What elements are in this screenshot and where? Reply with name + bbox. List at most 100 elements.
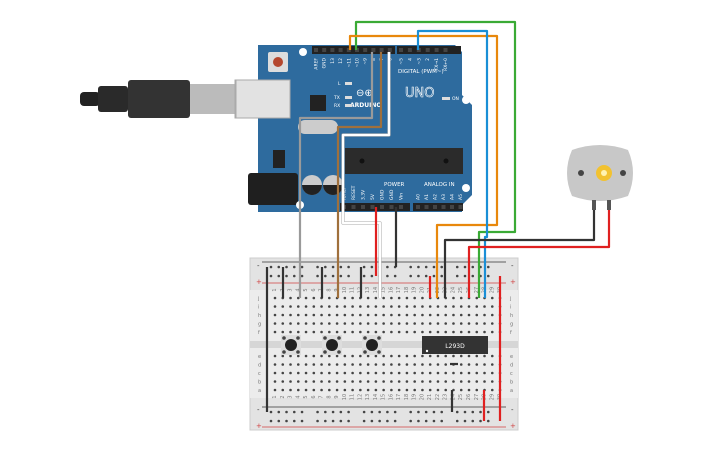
breadboard-hole[interactable] xyxy=(405,371,409,375)
breadboard-hole[interactable] xyxy=(312,388,316,392)
rail-hole[interactable] xyxy=(269,419,273,423)
digital-header-left[interactable] xyxy=(312,46,395,54)
breadboard-hole[interactable] xyxy=(459,296,463,300)
breadboard-hole[interactable] xyxy=(359,363,362,366)
breadboard-hole[interactable] xyxy=(296,305,300,308)
rail-hole[interactable] xyxy=(339,274,343,278)
rail-hole[interactable] xyxy=(417,419,420,423)
breadboard-hole[interactable] xyxy=(490,380,494,383)
rail-hole[interactable] xyxy=(285,265,288,269)
rail-hole[interactable] xyxy=(455,410,459,414)
breadboard-hole[interactable] xyxy=(374,380,378,383)
breadboard-hole[interactable] xyxy=(273,322,277,325)
rail-hole[interactable] xyxy=(424,419,428,423)
breadboard-hole[interactable] xyxy=(359,305,362,308)
breadboard-hole[interactable] xyxy=(467,363,471,366)
breadboard-hole[interactable] xyxy=(312,354,316,358)
breadboard-hole[interactable] xyxy=(281,380,285,383)
breadboard-hole[interactable] xyxy=(281,354,285,358)
breadboard-hole[interactable] xyxy=(405,363,409,366)
breadboard-hole[interactable] xyxy=(359,313,362,317)
breadboard-hole[interactable] xyxy=(382,322,385,325)
breadboard-hole[interactable] xyxy=(413,296,416,300)
breadboard-hole[interactable] xyxy=(428,313,432,317)
rail-hole[interactable] xyxy=(292,419,296,423)
breadboard-hole[interactable] xyxy=(304,354,308,358)
breadboard-hole[interactable] xyxy=(281,371,285,375)
breadboard-hole[interactable] xyxy=(436,330,440,334)
breadboard-hole[interactable] xyxy=(328,371,331,375)
breadboard-hole[interactable] xyxy=(351,354,354,358)
rail-hole[interactable] xyxy=(424,265,428,269)
breadboard-hole[interactable] xyxy=(490,371,494,375)
rail-hole[interactable] xyxy=(370,274,374,278)
rail-hole[interactable] xyxy=(324,419,327,423)
rail-hole[interactable] xyxy=(463,410,467,414)
breadboard-hole[interactable] xyxy=(444,371,448,375)
gray-wire[interactable] xyxy=(298,52,374,298)
rail-hole[interactable] xyxy=(386,274,389,278)
breadboard-hole[interactable] xyxy=(421,388,424,392)
rail-hole[interactable] xyxy=(471,265,475,269)
rail-hole[interactable] xyxy=(316,265,319,269)
rail-hole[interactable] xyxy=(292,410,296,414)
breadboard-hole[interactable] xyxy=(296,313,300,317)
breadboard-hole[interactable] xyxy=(382,354,385,358)
breadboard-hole[interactable] xyxy=(273,363,277,366)
breadboard-hole[interactable] xyxy=(490,330,494,334)
breadboard-hole[interactable] xyxy=(452,354,455,358)
breadboard-hole[interactable] xyxy=(359,371,362,375)
breadboard-hole[interactable] xyxy=(413,322,416,325)
breadboard-hole[interactable] xyxy=(405,354,409,358)
breadboard-hole[interactable] xyxy=(452,313,455,317)
breadboard-hole[interactable] xyxy=(351,305,354,308)
breadboard-hole[interactable] xyxy=(374,296,378,300)
breadboard-hole[interactable] xyxy=(428,330,432,334)
rail-hole[interactable] xyxy=(324,410,327,414)
rail-hole[interactable] xyxy=(463,419,467,423)
breadboard-hole[interactable] xyxy=(405,380,409,383)
breadboard-hole[interactable] xyxy=(296,322,300,325)
dc-motor[interactable] xyxy=(567,145,633,210)
breadboard-hole[interactable] xyxy=(421,296,424,300)
breadboard-hole[interactable] xyxy=(452,305,455,308)
breadboard-hole[interactable] xyxy=(328,363,331,366)
breadboard-hole[interactable] xyxy=(413,363,416,366)
breadboard-hole[interactable] xyxy=(296,330,300,334)
rail-hole[interactable] xyxy=(285,410,288,414)
breadboard-hole[interactable] xyxy=(312,363,316,366)
breadboard-hole[interactable] xyxy=(351,313,354,317)
breadboard-hole[interactable] xyxy=(366,380,370,383)
rail-hole[interactable] xyxy=(339,265,343,269)
breadboard-hole[interactable] xyxy=(483,313,486,317)
breadboard-hole[interactable] xyxy=(343,371,347,375)
breadboard-hole[interactable] xyxy=(436,305,440,308)
breadboard-hole[interactable] xyxy=(421,354,424,358)
breadboard-hole[interactable] xyxy=(296,380,300,383)
rail-hole[interactable] xyxy=(378,410,381,414)
breadboard-hole[interactable] xyxy=(483,330,486,334)
breadboard-hole[interactable] xyxy=(490,388,494,392)
breadboard-hole[interactable] xyxy=(475,363,479,366)
green-wire[interactable] xyxy=(354,20,517,298)
breadboard-hole[interactable] xyxy=(436,380,440,383)
breadboard-hole[interactable] xyxy=(335,363,339,366)
rail-hole[interactable] xyxy=(285,274,288,278)
breadboard-hole[interactable] xyxy=(413,371,416,375)
rail-hole[interactable] xyxy=(362,265,366,269)
breadboard-hole[interactable] xyxy=(328,330,331,334)
breadboard-hole[interactable] xyxy=(351,363,354,366)
rail-hole[interactable] xyxy=(316,419,319,423)
breadboard-hole[interactable] xyxy=(312,371,316,375)
rail-hole[interactable] xyxy=(386,265,389,269)
breadboard-hole[interactable] xyxy=(459,388,463,392)
rail-hole[interactable] xyxy=(409,265,412,269)
rail-hole[interactable] xyxy=(409,419,412,423)
breadboard-hole[interactable] xyxy=(343,322,347,325)
breadboard-hole[interactable] xyxy=(436,313,440,317)
breadboard-hole[interactable] xyxy=(444,313,448,317)
breadboard-hole[interactable] xyxy=(397,322,401,325)
breadboard-hole[interactable] xyxy=(320,388,323,392)
breadboard-hole[interactable] xyxy=(421,305,424,308)
breadboard-hole[interactable] xyxy=(382,363,385,366)
